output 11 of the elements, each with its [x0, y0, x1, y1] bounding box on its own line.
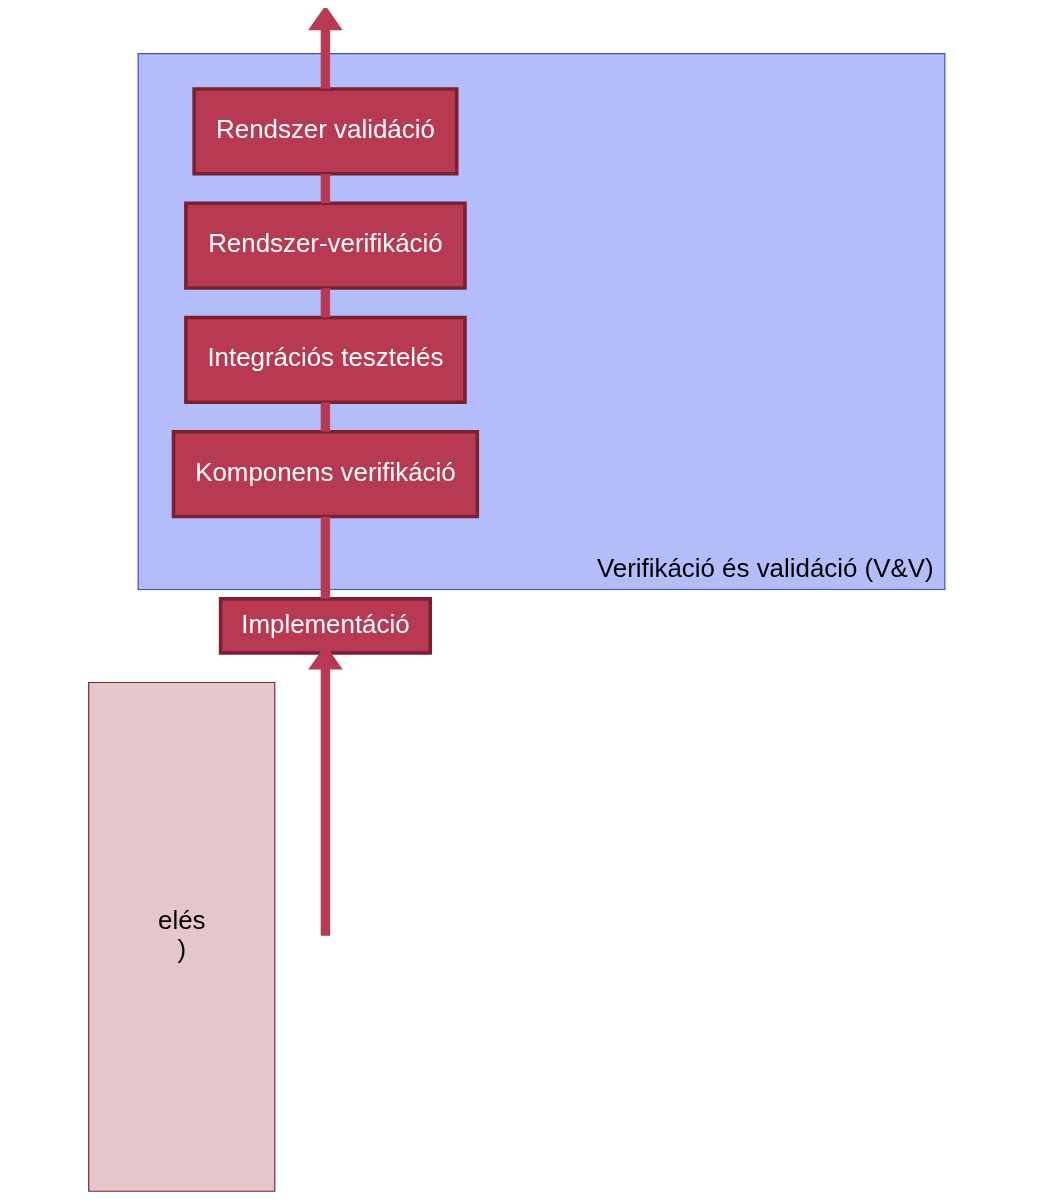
node-box: elés ) — [88, 681, 276, 1192]
connector — [320, 288, 331, 318]
arrow — [308, 8, 343, 89]
node-box: Integrációs tesztelés — [184, 315, 467, 404]
node-box: Implementáció — [218, 597, 432, 655]
node-box: Rendszer-verifikáció — [184, 201, 467, 290]
connector — [320, 402, 331, 432]
node-box: Komponens verifikáció — [171, 429, 480, 519]
connector — [320, 174, 331, 204]
connector — [320, 516, 331, 599]
node-box: Rendszer validáció — [192, 87, 459, 176]
